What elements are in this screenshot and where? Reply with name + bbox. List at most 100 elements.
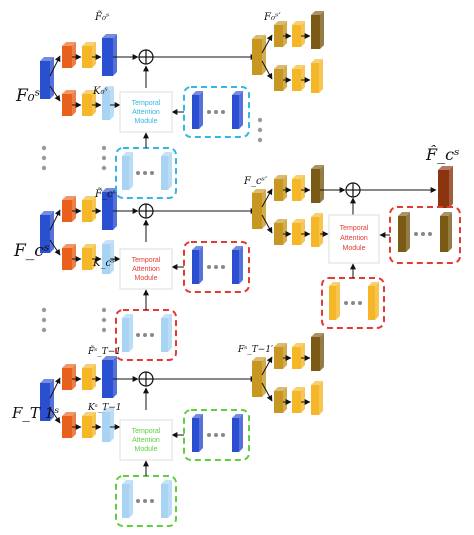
stream0-down-light-side (110, 86, 114, 120)
stream0-input-block-top (40, 57, 54, 61)
querybox-mid-b1-top (122, 314, 133, 318)
stream2-up-yellow-top (82, 364, 96, 368)
stream2-down-light (102, 412, 110, 442)
keybox-right-b1 (398, 216, 406, 252)
head2-d2-side (301, 387, 305, 413)
label-k0s: K₀ˢ (92, 86, 108, 97)
module-bot-line3: Module (135, 446, 158, 453)
head1-d1-side (283, 219, 287, 245)
head2-up (261, 356, 273, 376)
keybox-mid-b2-top (232, 246, 243, 250)
stream1-down-light (102, 244, 110, 274)
head2-u1-side (283, 343, 287, 369)
keybox-mid-b1-top (192, 246, 203, 250)
attention-module-right: Temporal Attention Module (328, 214, 380, 264)
querybox-right-dot-1 (351, 301, 355, 305)
querybox-bot-b2-side (168, 480, 172, 518)
vdots-left-1-vdot-1 (41, 155, 47, 161)
label-fcs-prime: F_cˢ′ (243, 176, 268, 187)
head0-block-side (262, 35, 266, 75)
stream1-input-block (40, 215, 50, 253)
keybox-top-b2-top (232, 91, 243, 95)
head2-d2-top (292, 387, 305, 391)
stream2-up-blue-side (113, 356, 117, 398)
vdots-right-1-vdot-1 (257, 127, 263, 133)
stream2-down-orange-side (72, 412, 76, 438)
vdots-mid-1-vdot-2 (101, 165, 107, 171)
querybox-right-b1 (329, 286, 336, 320)
keybox-mid-b1 (192, 250, 199, 284)
stream2-up-yellow-side (92, 364, 96, 390)
keybox-top-b1-top (192, 91, 203, 95)
head2-u3 (311, 337, 320, 371)
vdots-left-2-vdot-1 (41, 317, 47, 323)
stream1-up-orange-top (62, 196, 76, 200)
head0-u3-side (320, 11, 324, 49)
module-right-line2: Attention (340, 235, 368, 242)
vdots-mid-2-vdot-0 (101, 307, 107, 313)
head1-d1-top (274, 219, 287, 223)
stream2-down-yellow (82, 416, 92, 438)
stream2-up-yellow (82, 368, 92, 390)
querybox-bot-dot-0 (136, 499, 140, 503)
head1-d3-side (319, 213, 323, 247)
head0-d1 (274, 69, 283, 91)
label-f0s: F₀ˢ (15, 86, 41, 106)
querybox-mid-b1 (122, 318, 129, 352)
vdots-left-2-vdot-0 (41, 307, 47, 313)
querybox-top-b1-top (122, 152, 133, 156)
querybox-top-dot-1 (143, 171, 147, 175)
head2-u2-top (292, 343, 305, 347)
vdots-mid-2-vdot-1 (101, 317, 107, 323)
head2-d1-side (283, 387, 287, 413)
keybox-top-dot-2 (221, 110, 225, 114)
stream2-arrow-down (49, 407, 61, 424)
label-f0s-prime: F₀ˢ′ (263, 12, 281, 23)
head2-down (261, 382, 273, 402)
querybox-top-dot-2 (150, 171, 154, 175)
stream0-down-orange (62, 94, 72, 116)
keybox-mid (183, 241, 250, 293)
keybox-bot-b1-top (192, 414, 203, 418)
head0-u2 (292, 25, 301, 47)
querybox-top-b1 (122, 156, 129, 190)
module-bot-line2: Attention (132, 437, 160, 444)
stream2-input-block-top (40, 379, 54, 383)
keybox-top-b1 (192, 95, 199, 129)
module-top-line1: Temporal (132, 100, 161, 107)
keybox-right-dot-0 (414, 232, 418, 236)
stream2-input-block (40, 383, 50, 421)
vdots-mid-1-vdot-0 (101, 145, 107, 151)
keybox-bot-dot-2 (221, 433, 225, 437)
stream2-down-light-side (110, 408, 114, 442)
head1-u2 (292, 179, 301, 201)
head1-d2-top (292, 219, 305, 223)
head1-u1-side (283, 175, 287, 201)
head1-u3-top (311, 165, 324, 169)
keybox-mid-dot-0 (207, 265, 211, 269)
stream1-up-yellow-top (82, 196, 96, 200)
label-f0s-tilde: F̃₀ˢ (94, 11, 109, 23)
stream2-up-orange (62, 368, 72, 390)
label-kcs: K_cˢ (92, 258, 114, 269)
stream0-down-light (102, 90, 110, 120)
querybox-mid-dot-1 (143, 333, 147, 337)
stream0-up-orange (62, 46, 72, 68)
keybox-bot-b2-top (232, 414, 243, 418)
head0-block-top (252, 35, 266, 39)
keybox-mid-dot-1 (214, 265, 218, 269)
keybox-bot-dot-1 (214, 433, 218, 437)
head0-down (261, 60, 273, 80)
vdots-right-1-vdot-2 (257, 137, 263, 143)
querybox-top-dot-0 (136, 171, 140, 175)
head1-down (261, 214, 273, 234)
vdots-left-1-vdot-2 (41, 165, 47, 171)
module-mid-line2: Attention (132, 266, 160, 273)
label-fhat: F̂_cˢ (425, 145, 459, 164)
stream1-up-orange (62, 200, 72, 222)
stream1-down-yellow-side (92, 244, 96, 270)
stream2-up-blue-top (102, 356, 117, 360)
head2-u2-side (301, 343, 305, 369)
label-fts-prime: Fˢ_T−1′ (237, 345, 273, 355)
keybox-bot-b2-side (239, 414, 243, 452)
